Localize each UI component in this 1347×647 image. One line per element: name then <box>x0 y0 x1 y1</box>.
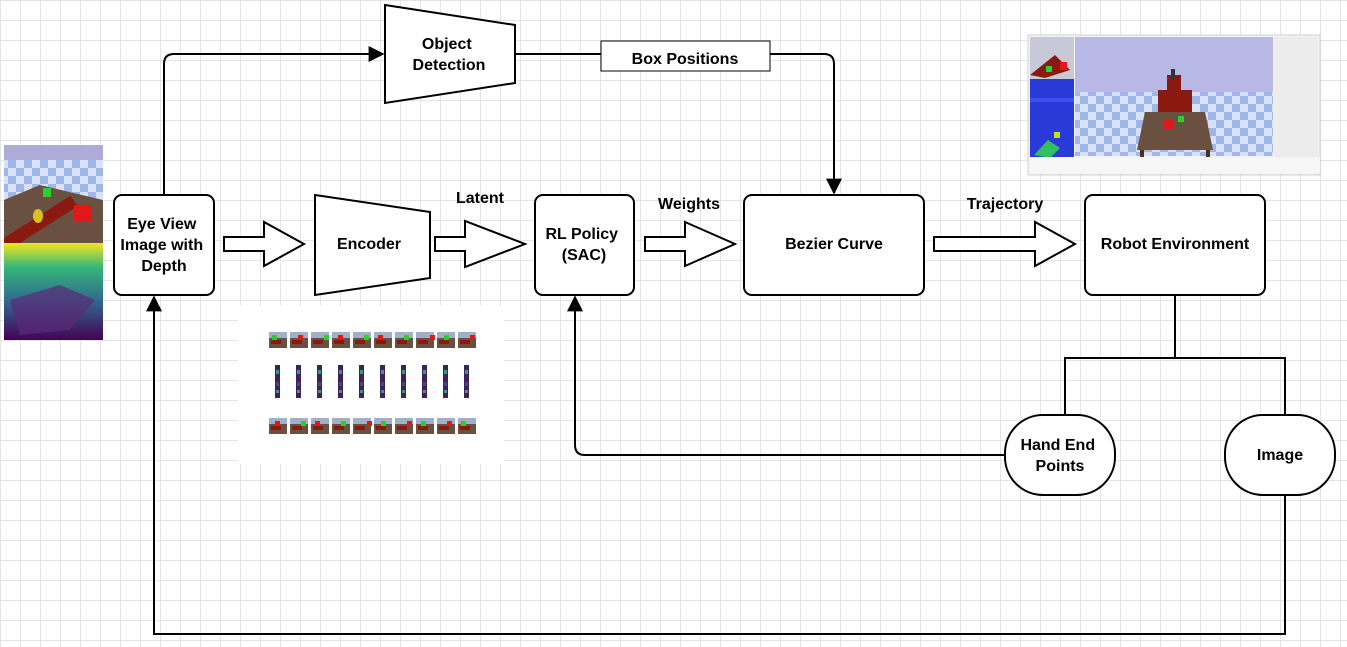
eye-view-line-2: Image with <box>120 237 203 254</box>
input-frames-row <box>269 332 476 348</box>
latent-reconstruction-panel <box>238 306 504 464</box>
rl-policy-node: RL Policy (SAC) <box>534 194 635 296</box>
latent-vector-bar <box>359 365 364 398</box>
latent-label: Latent <box>456 190 505 207</box>
eye-view-line-1: Eye View <box>127 216 197 233</box>
encoder-block: Encoder <box>314 193 431 297</box>
latent-vector-bar <box>401 365 406 398</box>
trajectory-label: Trajectory <box>967 196 1044 213</box>
reconstructed-frames-row <box>269 418 476 434</box>
robot-environment-node: Robot Environment <box>1084 194 1266 296</box>
robot-environment-label: Robot Environment <box>1101 236 1250 253</box>
box-positions-label: Box Positions <box>632 51 739 68</box>
connector-handpoints-to-policy <box>567 295 1005 456</box>
connector-eye-to-detection <box>163 46 385 195</box>
latent-vector-bar <box>296 365 301 398</box>
hand-end-points-node: Hand End Points <box>1004 414 1116 496</box>
eye-view-thumbnail <box>4 145 103 340</box>
weights-label: Weights <box>658 196 720 213</box>
hand-end-points-line-2: Points <box>1036 458 1085 475</box>
block-arrow-encoder-to-policy <box>434 219 528 269</box>
encoder-label: Encoder <box>337 236 401 253</box>
object-detection-block: Object Detection <box>384 3 516 105</box>
image-label: Image <box>1257 447 1303 464</box>
latent-vectors-row <box>275 365 469 398</box>
connector-robot-split <box>1064 295 1286 415</box>
svg-text:Hand End Points: Hand End Points <box>1020 437 1099 475</box>
latent-vector-bar <box>317 365 322 398</box>
hand-end-points-line-1: Hand End <box>1020 437 1095 454</box>
block-arrow-bezier-to-robot <box>933 220 1078 268</box>
rl-policy-line-1: RL Policy <box>545 226 618 243</box>
latent-vector-bar <box>422 365 427 398</box>
robot-simulator-screenshot <box>1027 34 1321 176</box>
latent-vector-bar <box>464 365 469 398</box>
connector-image-to-eye <box>146 295 1286 635</box>
eye-view-line-3: Depth <box>141 258 186 275</box>
rl-policy-line-2: (SAC) <box>562 247 606 264</box>
svg-text:Eye View Image with: Eye View Image with Depth <box>120 216 207 275</box>
latent-vector-bar <box>443 365 448 398</box>
svg-text:RL Policy (SAC): RL Policy (SAC) <box>545 226 622 264</box>
latent-vector-bar <box>275 365 280 398</box>
object-detection-label: Object Detection <box>413 36 486 74</box>
latent-vector-bar <box>338 365 343 398</box>
bezier-curve-label: Bezier Curve <box>785 236 883 253</box>
bezier-curve-node: Bezier Curve <box>743 194 925 296</box>
eye-view-node: Eye View Image with Depth <box>113 194 215 296</box>
image-node: Image <box>1224 414 1336 496</box>
block-arrow-eye-to-encoder <box>223 220 307 268</box>
connector-detection-to-bezier <box>516 53 842 195</box>
latent-vector-bar <box>380 365 385 398</box>
block-arrow-policy-to-bezier <box>644 220 738 268</box>
box-positions-label-frame <box>600 40 771 72</box>
